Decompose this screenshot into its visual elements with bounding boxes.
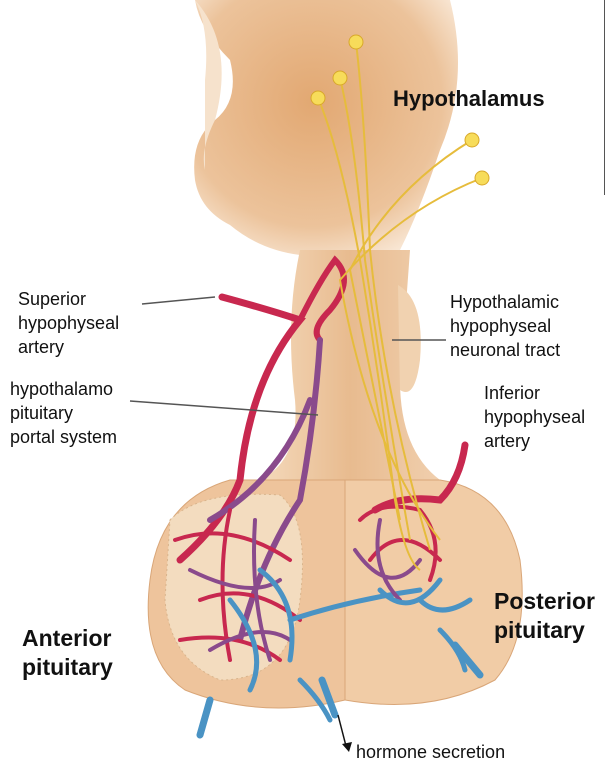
label-line: Superior [18,289,87,309]
label-line: Posterior [494,588,595,614]
label-line: Hypothalamic [450,292,560,312]
neuronal-tract [317,41,483,571]
anterior-veins [227,567,423,723]
image-border [604,0,605,195]
label-posterior-pituitary: Posterior pituitary [494,587,595,645]
label-line: pituitary [22,654,113,680]
label-line: pituitary [10,403,74,423]
leader-lines [129,296,446,416]
label-superior-artery: Superior hypophyseal artery [18,287,119,359]
label-line: hypothalamo [10,379,114,399]
label-line: Anterior [22,625,112,651]
outflow-veins [196,641,484,739]
hormone-arrow [337,714,352,752]
label-line: artery [484,431,531,451]
stalk-ridge [398,285,421,392]
neuron-cell-bodies [310,34,490,186]
label-hormone-secretion: hormone secretion [356,742,506,762]
label-line: Inferior [484,383,541,403]
label-portal-system: hypothalamo pituitary portal system [10,377,117,449]
label-line: hypophyseal [484,407,586,427]
label-line: portal system [10,427,118,447]
hypothalamus-tissue [194,0,458,255]
inferior-artery [371,441,469,514]
label-line: hypophyseal [18,313,120,333]
label-line: pituitary [494,617,585,643]
label-line: hypophyseal [450,316,552,336]
hypothalamus-fold [195,0,222,170]
label-line: neuronal tract [450,340,561,360]
posterior-lobe [344,479,523,705]
label-anterior-pituitary: Anterior pituitary [22,624,113,682]
label-line: artery [18,337,65,357]
label-hypothalamus: Hypothalamus [393,86,545,111]
label-inferior-artery: Inferior hypophyseal artery [484,381,585,453]
label-neuronal-tract: Hypothalamic hypophyseal neuronal tract [450,290,560,362]
